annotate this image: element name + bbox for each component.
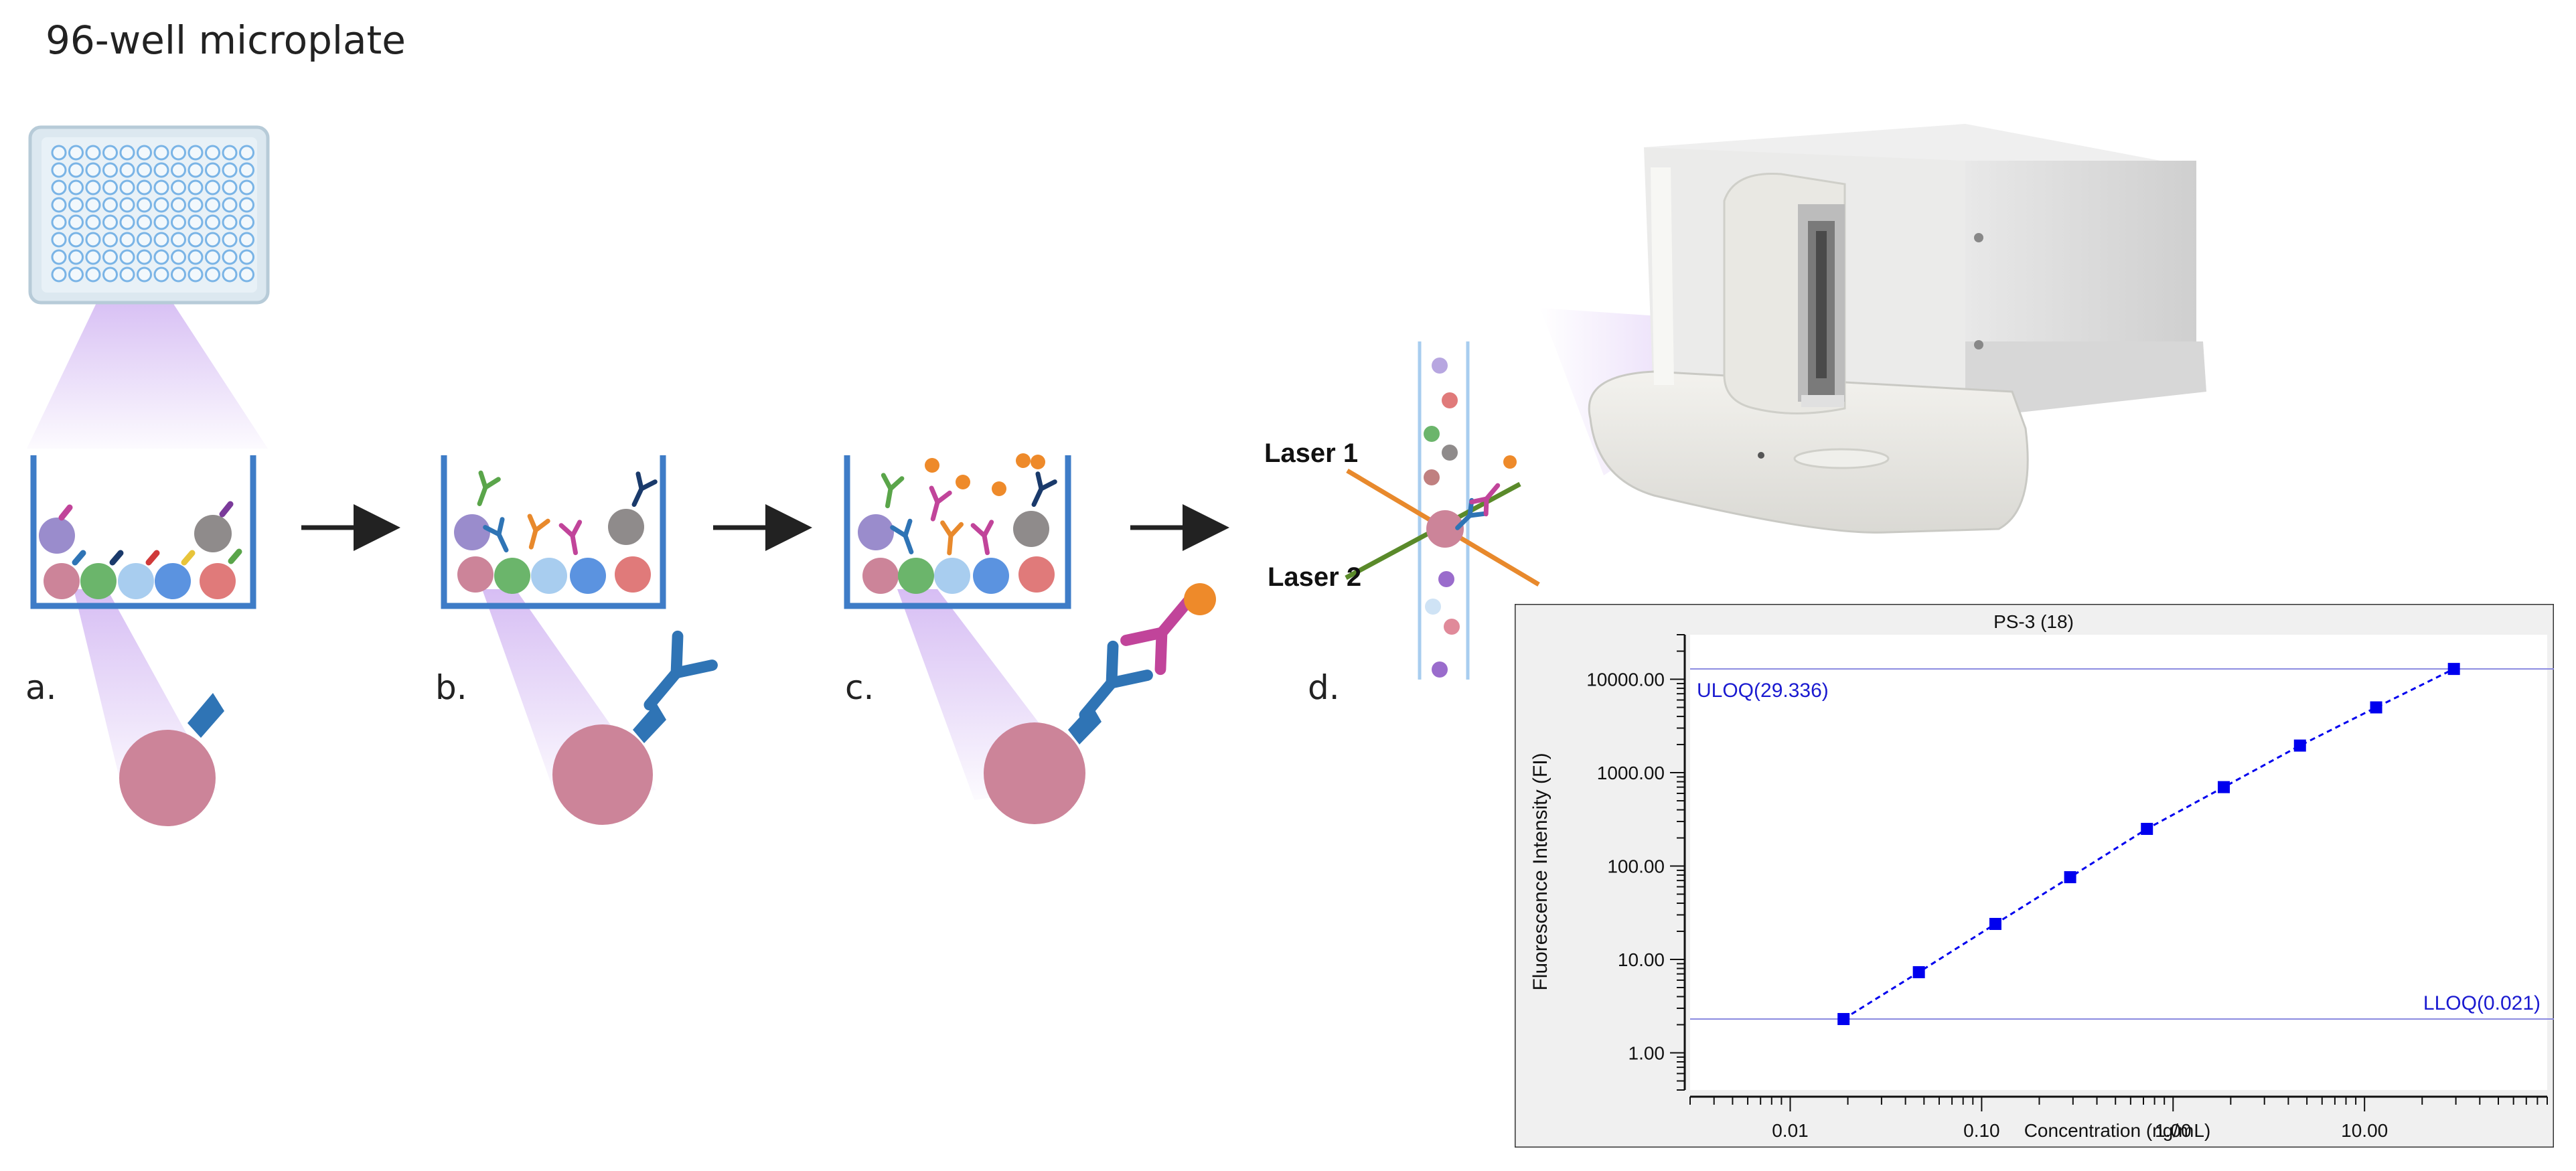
chart-axes: 0.01 0.10 1.00 10.00 1.00 10.00 100.00 1000.00 1… xyxy=(1586,634,2548,1141)
standard-curve-chart: PS-3 (18) Concentration (ng/mL) Fluoresc… xyxy=(1515,604,2554,1148)
reference-line-label: LLOQ(0.021) xyxy=(2423,992,2541,1014)
well-step-b xyxy=(441,455,712,825)
x-tick-label: 0.10 xyxy=(1963,1120,2000,1141)
step-label-d: d. xyxy=(1308,668,1340,707)
y-tick-label: 100.00 xyxy=(1607,856,1665,877)
well-step-a xyxy=(30,455,256,826)
x-tick-label: 0.01 xyxy=(1772,1120,1809,1141)
reference-lines: ULOQ(29.336) LLOQ(0.021) xyxy=(1690,668,2554,1020)
x-tick-label: 10.00 xyxy=(2341,1120,2388,1141)
data-point xyxy=(2447,663,2460,676)
data-point xyxy=(1912,966,1925,979)
flow-cell xyxy=(1345,341,1540,680)
figure-title: 96-well microplate xyxy=(46,17,406,63)
y-axis-label: Fluorescence Intensity (FI) xyxy=(1529,753,1551,990)
plot-area xyxy=(1690,635,2547,1090)
step-label-c: c. xyxy=(845,668,875,707)
y-tick-label: 10000.00 xyxy=(1586,670,1665,690)
chart-title: PS-3 (18) xyxy=(1993,611,2074,632)
data-point xyxy=(1989,917,2001,930)
reference-line-label: ULOQ(29.336) xyxy=(1697,680,1829,702)
step-label-b: b. xyxy=(435,668,467,707)
data-point xyxy=(2141,823,2153,836)
laser-2-label: Laser 2 xyxy=(1268,562,1362,592)
well-step-c xyxy=(844,453,1216,824)
y-tick-label: 1000.00 xyxy=(1597,763,1665,783)
y-tick-label: 1.00 xyxy=(1628,1042,1665,1063)
data-point xyxy=(2370,701,2382,714)
microplate-icon xyxy=(27,125,270,449)
data-point xyxy=(2293,739,2306,752)
x-tick-label: 1.00 xyxy=(2155,1120,2192,1141)
data-point xyxy=(1837,1013,1850,1026)
flow-analyzer-instrument xyxy=(1540,124,2206,534)
x-axis-label: Concentration (ng/mL) xyxy=(2024,1120,2211,1141)
data-point xyxy=(2217,781,2230,793)
data-point xyxy=(2064,871,2076,884)
laser-1-label: Laser 1 xyxy=(1264,439,1359,468)
y-tick-label: 10.00 xyxy=(1618,949,1665,970)
step-label-a: a. xyxy=(25,668,57,707)
series-layer xyxy=(1837,663,2460,1026)
